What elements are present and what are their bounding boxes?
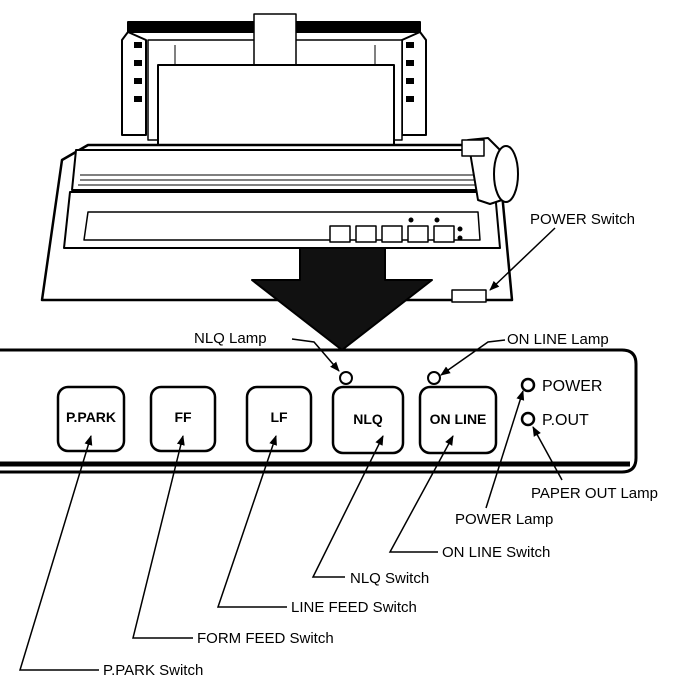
lf-button-label: LF — [270, 409, 288, 425]
line-feed-switch-leader — [216, 435, 287, 608]
online-lamp-label: ON LINE Lamp — [507, 331, 609, 348]
power-lamp — [520, 377, 536, 393]
ff-button-label: FF — [174, 409, 192, 425]
power-lamp-label: POWER Lamp — [455, 511, 553, 528]
ff-button[interactable]: FF — [149, 385, 217, 453]
ppark-button-label: P.PARK — [66, 409, 116, 425]
nlq-lamp-label: NLQ Lamp — [194, 330, 267, 347]
online-lamp — [427, 371, 441, 385]
pout-lamp — [520, 411, 536, 427]
online-switch-label: ON LINE Switch — [442, 544, 550, 561]
pout-indicator-label: P.OUT — [542, 412, 589, 429]
printer-illustration — [40, 13, 519, 351]
online-button-label: ON LINE — [430, 411, 487, 427]
online-button[interactable]: ON LINE — [418, 385, 498, 455]
printer-body — [40, 137, 519, 303]
nlq-lamp-leader — [291, 338, 340, 372]
callout-labels: POWER Switch NLQ Lamp ON LINE Lamp PAPER… — [103, 211, 658, 679]
nlq-switch-leader — [311, 435, 384, 578]
nlq-lamp — [339, 371, 353, 385]
ppark-switch-leader — [18, 435, 99, 671]
leader-lines — [18, 227, 563, 671]
ppark-button[interactable]: P.PARK — [56, 385, 126, 453]
down-arrow-icon — [251, 247, 433, 351]
power-lamp-leader — [485, 390, 525, 509]
nlq-switch-label: NLQ Switch — [350, 570, 429, 587]
nlq-button[interactable]: NLQ — [331, 385, 405, 455]
control-panel: P.PARK FF LF NLQ ON LINE POWER P.OUT — [0, 348, 638, 474]
line-feed-switch-label: LINE FEED Switch — [291, 599, 417, 616]
power-switch-leader — [489, 227, 556, 291]
form-feed-switch-label: FORM FEED Switch — [197, 630, 334, 647]
ppark-switch-label: P.PARK Switch — [103, 662, 203, 679]
paper-out-lamp-leader — [532, 426, 563, 481]
nlq-button-label: NLQ — [353, 411, 383, 427]
paper-out-lamp-label: PAPER OUT Lamp — [531, 485, 658, 502]
online-lamp-leader — [440, 339, 506, 376]
form-feed-switch-leader — [132, 435, 193, 639]
lf-button[interactable]: LF — [245, 385, 313, 453]
online-switch-leader — [388, 435, 454, 553]
paper-tractor — [121, 13, 427, 152]
power-switch-label: POWER Switch — [530, 211, 635, 228]
power-indicator-label: POWER — [542, 378, 602, 395]
